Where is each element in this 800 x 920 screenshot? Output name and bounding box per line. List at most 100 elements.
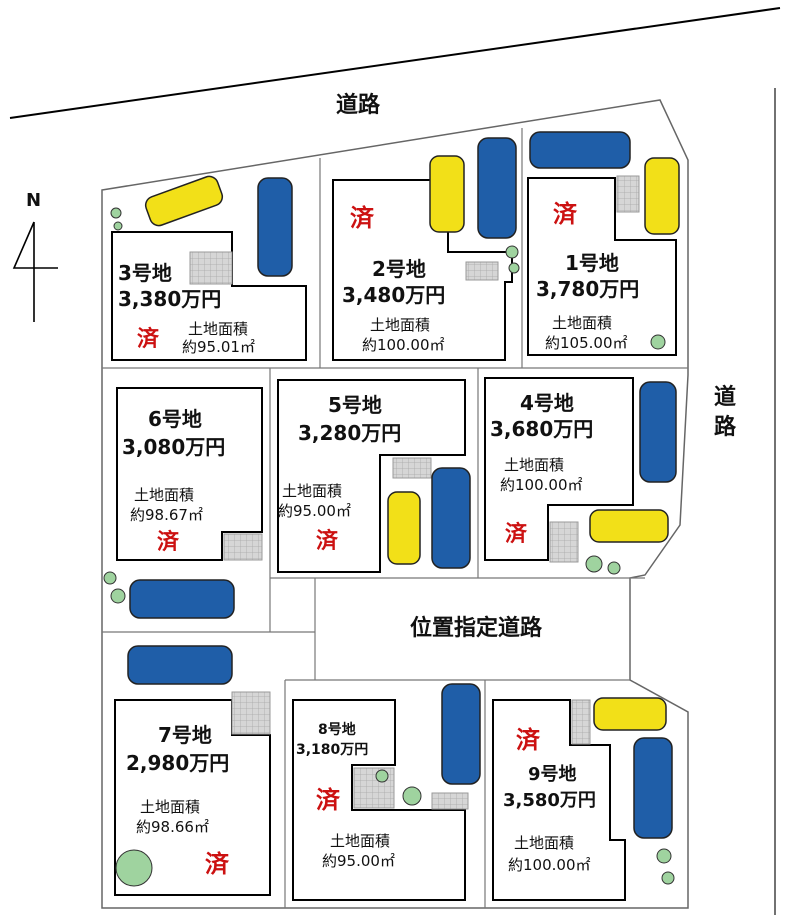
shrub <box>508 262 520 274</box>
shrub <box>402 786 422 806</box>
shrub <box>607 561 621 575</box>
lot-4-parking-tile <box>549 521 579 563</box>
lot-9[interactable]: 済 9号地 3,580万円 土地面積 約100.00㎡ <box>503 725 596 874</box>
car-blue-lot-7 <box>127 645 233 685</box>
lot-area: 約100.00㎡ <box>362 336 445 354</box>
lot-area: 約98.66㎡ <box>136 818 209 836</box>
lot-price: 3,480万円 <box>342 283 445 307</box>
lot-area-label: 土地面積 <box>282 482 342 500</box>
car-blue-lot-8 <box>441 683 481 785</box>
shrub <box>585 555 603 573</box>
sold-mark: 済 <box>553 199 578 228</box>
lot-price: 3,780万円 <box>536 277 639 301</box>
lot-price: 3,580万円 <box>503 790 596 811</box>
lot-name: 2号地 <box>372 257 426 281</box>
lot-name: 9号地 <box>528 763 577 785</box>
building-outlines <box>111 177 677 901</box>
lot-price: 3,280万円 <box>298 421 401 445</box>
lot-8-building <box>292 699 466 901</box>
lot-7[interactable]: 7号地 2,980万円 土地面積 約98.66㎡ 済 <box>126 723 230 878</box>
shrubs <box>103 207 675 887</box>
lot-area-label: 土地面積 <box>140 798 200 816</box>
lot-area: 約98.67㎡ <box>130 506 203 524</box>
sold-mark: 済 <box>316 528 339 554</box>
lot-8-parking-tile-2 <box>431 792 469 810</box>
lot-8[interactable]: 8号地 3,180万円 済 土地面積 約95.00㎡ <box>296 721 395 870</box>
sold-mark: 済 <box>350 203 375 232</box>
lot-3-parking-tile <box>189 251 233 285</box>
shrub <box>103 571 117 585</box>
lot-5-building <box>277 379 466 573</box>
lot-4[interactable]: 4号地 3,680万円 土地面積 約100.00㎡ 済 <box>490 391 593 547</box>
shrub <box>110 207 122 219</box>
car-yellow-lot-5 <box>387 491 421 565</box>
lot-name: 7号地 <box>158 723 212 747</box>
lot-1[interactable]: 済 1号地 3,780万円 土地面積 約105.00㎡ <box>536 199 639 352</box>
lot-6-parking-tile <box>223 533 263 561</box>
lot-5[interactable]: 5号地 3,280万円 土地面積 約95.00㎡ 済 <box>278 393 401 554</box>
lot-price: 2,980万円 <box>126 751 229 775</box>
lot-name: 5号地 <box>328 393 382 417</box>
lot-2[interactable]: 済 2号地 3,480万円 土地面積 約100.00㎡ <box>342 203 445 354</box>
lot-area-label: 土地面積 <box>514 834 574 852</box>
shrub <box>661 871 675 885</box>
car-blue-lot-1 <box>529 131 631 169</box>
shrub <box>656 848 672 864</box>
lot-3-building <box>111 231 307 361</box>
lot-area-label: 土地面積 <box>330 832 390 850</box>
lot-name: 1号地 <box>565 251 619 275</box>
lot-price: 3,180万円 <box>296 742 368 758</box>
shrub <box>505 245 519 259</box>
sold-mark: 済 <box>205 849 230 878</box>
sold-mark: 済 <box>157 529 180 555</box>
lot-area: 約95.00㎡ <box>278 502 351 520</box>
lot-6[interactable]: 6号地 3,080万円 土地面積 約98.67㎡ 済 <box>122 407 225 555</box>
lot-1-parking-tile <box>616 175 640 213</box>
lot-area: 約95.01㎡ <box>182 338 255 356</box>
car-blue-lot-6 <box>129 579 235 619</box>
cars <box>127 131 680 839</box>
north-label: N <box>26 190 41 211</box>
site-boundary <box>101 99 689 909</box>
designated-road-label: 位置指定道路 <box>410 615 543 641</box>
shrub <box>113 221 123 231</box>
north-arrow: N <box>12 190 58 322</box>
lot-area-label: 土地面積 <box>552 314 612 332</box>
car-blue-lot-3 <box>257 177 293 277</box>
lot-name: 3号地 <box>118 261 172 285</box>
lot-area-label: 土地面積 <box>134 486 194 504</box>
sold-mark: 済 <box>137 326 160 352</box>
car-yellow-lot-4 <box>589 509 669 543</box>
shrub <box>375 769 389 783</box>
lot-7-parking-tile <box>231 691 271 735</box>
lot-area-label: 土地面積 <box>504 456 564 474</box>
sold-mark: 済 <box>316 785 341 814</box>
lot-name: 4号地 <box>520 391 574 415</box>
lot-price: 3,380万円 <box>118 287 221 311</box>
lot-area: 約105.00㎡ <box>545 334 628 352</box>
lot-4-building <box>484 377 634 561</box>
shrub <box>115 849 153 887</box>
lot-name: 8号地 <box>318 721 356 738</box>
lot-3[interactable]: 3号地 3,380万円 済 土地面積 約95.01㎡ <box>118 261 255 356</box>
east-road-label-2: 路 <box>714 414 737 440</box>
lot-price: 3,680万円 <box>490 417 593 441</box>
lot-area: 約100.00㎡ <box>508 856 591 874</box>
car-blue-lot-5 <box>431 467 471 569</box>
car-blue-lot-2 <box>477 137 517 239</box>
east-road-label-1: 道 <box>714 384 736 410</box>
lot-area: 約100.00㎡ <box>500 476 583 494</box>
lot-6-building <box>116 387 263 561</box>
lot-name: 6号地 <box>148 407 202 431</box>
lot-area: 約95.00㎡ <box>322 852 395 870</box>
car-blue-lot-4 <box>639 381 677 483</box>
lot-1-building <box>527 177 677 356</box>
lot-area-label: 土地面積 <box>370 316 430 334</box>
car-yellow-lot-2 <box>429 155 465 233</box>
north-road-edge-line <box>9 7 781 119</box>
lot-division-lines <box>102 128 688 908</box>
lot-2-parking-tile <box>465 261 499 281</box>
lot-5-parking-tile <box>392 457 432 479</box>
lot-price: 3,080万円 <box>122 435 225 459</box>
